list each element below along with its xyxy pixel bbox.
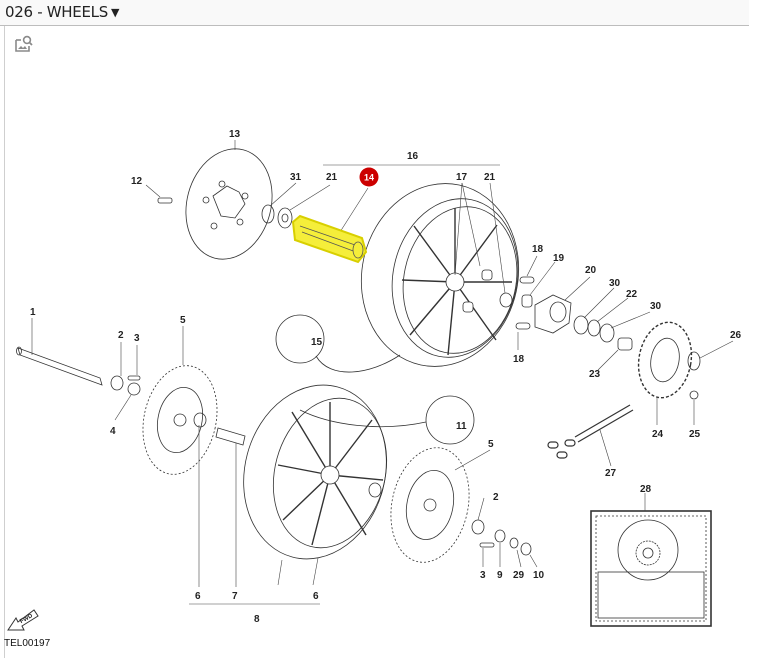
bearing-6a (193, 412, 207, 428)
image-search-icon (15, 35, 33, 52)
callout-21[interactable]: 21 (326, 172, 338, 183)
callout-1[interactable]: 1 (30, 307, 36, 318)
nut-25 (689, 390, 699, 400)
callout-6[interactable]: 6 (195, 591, 201, 602)
callout-23[interactable]: 23 (589, 369, 601, 380)
spacer-7 (215, 427, 246, 446)
part-badge-14[interactable]: 14 (359, 167, 379, 187)
callout-30[interactable]: 30 (609, 278, 621, 289)
nut-10 (520, 542, 532, 556)
callout-22[interactable]: 22 (626, 289, 638, 300)
callout-29[interactable]: 29 (513, 570, 525, 581)
callout-6b[interactable]: 6 (313, 591, 319, 602)
callout-31[interactable]: 31 (290, 172, 302, 183)
spacer-2b (471, 519, 485, 535)
callout-21b[interactable]: 21 (484, 172, 496, 183)
valve-inset-15 (275, 314, 325, 364)
callout-11[interactable]: 11 (456, 421, 467, 432)
callout-10[interactable]: 10 (533, 570, 545, 581)
callout-4[interactable]: 4 (110, 426, 116, 437)
fwd-arrow-icon: FWD (7, 609, 39, 631)
callout-18b[interactable]: 18 (513, 354, 525, 365)
rear-sprocket (637, 321, 693, 399)
image-zoom-button[interactable] (14, 34, 34, 54)
spacer-2 (110, 375, 124, 391)
stud-18b (515, 322, 531, 330)
callout-5b[interactable]: 5 (488, 439, 494, 450)
callout-7[interactable]: 7 (232, 591, 238, 602)
callout-18[interactable]: 18 (532, 244, 544, 255)
front-wheel (243, 384, 388, 560)
callout-9[interactable]: 9 (497, 570, 503, 581)
bolt-12 (157, 197, 173, 204)
callout-13[interactable]: 13 (229, 129, 241, 140)
washer-4 (127, 382, 141, 396)
bearing-30b (599, 323, 615, 343)
sprocket-carrier-20 (534, 294, 572, 334)
section-title: 026 - WHEELS (5, 3, 108, 21)
rear-wheel (360, 183, 520, 367)
callout-26[interactable]: 26 (730, 330, 742, 341)
bearing-30a (573, 315, 589, 335)
drawing-code: TEL00197 (4, 638, 51, 649)
front-axle (16, 346, 103, 386)
bearing-21 (277, 207, 293, 229)
callout-2b[interactable]: 2 (493, 492, 499, 503)
washer-29 (509, 537, 519, 549)
sprocket-inset (590, 510, 712, 627)
spacer-22 (587, 319, 601, 337)
part-badge-14-label: 14 (364, 173, 374, 183)
spacer-31 (261, 204, 275, 224)
callout-15[interactable]: 15 (311, 337, 323, 348)
bearing-6b (368, 482, 382, 498)
callout-19[interactable]: 19 (553, 253, 565, 264)
callout-12[interactable]: 12 (131, 176, 143, 187)
valve-inset-11 (425, 395, 475, 445)
callout-3b[interactable]: 3 (480, 570, 486, 581)
callout-16[interactable]: 16 (407, 151, 419, 162)
circlip-26 (687, 351, 701, 371)
callout-8[interactable]: 8 (254, 614, 260, 625)
callout-3[interactable]: 3 (134, 333, 140, 344)
drive-chain (547, 404, 634, 459)
highlighted-part-14[interactable] (291, 214, 368, 264)
callout-2[interactable]: 2 (118, 330, 124, 341)
callout-5[interactable]: 5 (180, 315, 186, 326)
front-brake-disc-right (390, 447, 470, 563)
callout-25[interactable]: 25 (689, 429, 701, 440)
section-title-dropdown[interactable]: 026 - WHEELS▼ (5, 3, 119, 21)
callout-28[interactable]: 28 (640, 484, 652, 495)
spacer-19 (521, 294, 533, 308)
diagram-panel (4, 26, 750, 658)
forward-direction-indicator: FWD (6, 604, 40, 639)
callout-20[interactable]: 20 (585, 265, 597, 276)
header-bar: 026 - WHEELS▼ (0, 0, 749, 26)
rear-brake-disc (185, 148, 273, 260)
callout-30b[interactable]: 30 (650, 301, 662, 312)
callout-27[interactable]: 27 (605, 468, 617, 479)
spacer-9 (494, 529, 506, 543)
front-brake-disc-left (142, 365, 218, 475)
bolt-3b (479, 542, 495, 548)
stud-18a (519, 276, 535, 284)
callout-17[interactable]: 17 (456, 172, 468, 183)
caret-down-icon: ▼ (110, 6, 120, 19)
spacer-23 (617, 337, 633, 351)
callout-24[interactable]: 24 (652, 429, 664, 440)
bolt-3 (127, 375, 141, 381)
